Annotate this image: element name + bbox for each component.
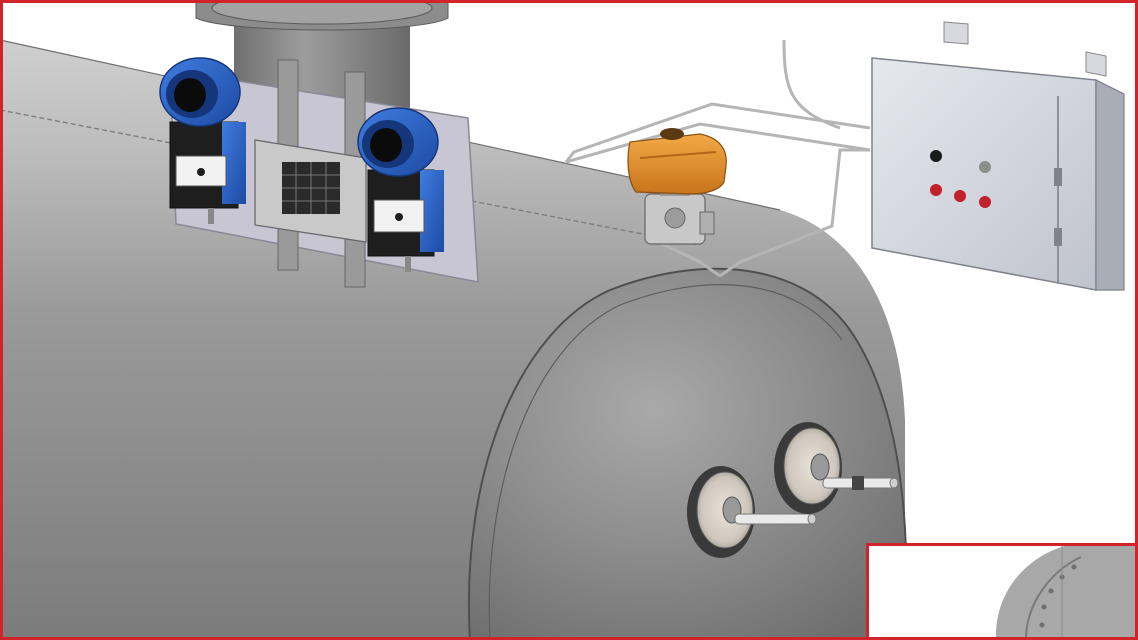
indicator-lamp-red — [979, 196, 991, 208]
panel-indicators — [930, 150, 991, 208]
inset-detail-view — [866, 543, 1138, 640]
indicator-lamp-red — [930, 184, 942, 196]
transmitter-right — [357, 107, 444, 272]
head-nozzle-right — [774, 422, 899, 514]
head-nozzle-left — [687, 466, 817, 558]
indicator-lamp-red — [954, 190, 966, 202]
instrument-tubing — [564, 39, 871, 278]
top-nozzle — [195, 0, 449, 120]
transmitter-left — [159, 57, 246, 224]
valve-actuator — [627, 128, 727, 245]
indicator-lamp-grey — [979, 161, 991, 173]
indicator-lamp-black — [930, 150, 942, 162]
control-panel — [871, 21, 1125, 291]
